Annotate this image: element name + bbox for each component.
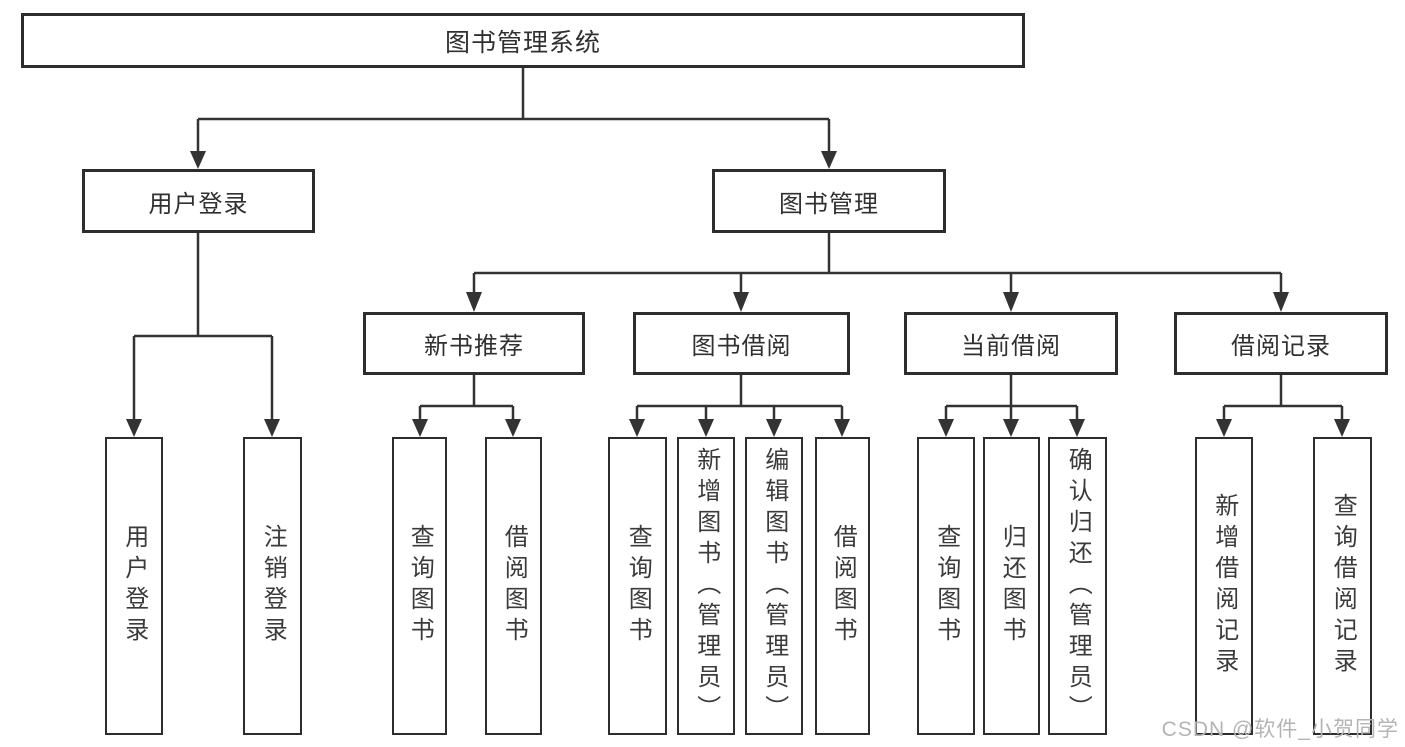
connector-records-group — [1222, 375, 1344, 420]
connector-borrow-group — [635, 375, 844, 420]
leaf-return-books-label: 归还图书 — [998, 524, 1026, 648]
leaf-query-borrow-record-label: 查询借阅记录 — [1329, 493, 1357, 679]
leaf-query-books-borrow: 查询图书 — [608, 437, 667, 735]
arrowhead — [412, 419, 428, 437]
leaf-query-books-current-label: 查询图书 — [932, 524, 960, 648]
arrowhead — [733, 292, 749, 312]
node-current-borrow: 当前借阅 — [904, 312, 1118, 375]
leaf-query-books-current: 查询图书 — [917, 437, 975, 735]
arrowhead — [938, 419, 954, 437]
node-root-label: 图书管理系统 — [444, 28, 601, 57]
node-borrow-records-label: 借阅记录 — [1231, 333, 1331, 360]
connector-management-to-level3 — [472, 233, 1283, 293]
leaf-add-books-admin: 新增图书（管理员） — [677, 437, 735, 735]
node-book-borrow: 图书借阅 — [633, 312, 850, 375]
leaf-query-borrow-record: 查询借阅记录 — [1313, 437, 1372, 735]
leaf-user-login-label: 用户登录 — [120, 524, 148, 648]
arrowhead — [1003, 419, 1019, 437]
leaf-user-login: 用户登录 — [105, 437, 163, 735]
leaf-edit-books-admin-label: 编辑图书（管理员） — [760, 446, 788, 726]
connector-recommend-group — [418, 375, 515, 420]
leaf-add-borrow-record: 新增借阅记录 — [1195, 437, 1253, 735]
leaf-logout-label: 注销登录 — [259, 524, 287, 648]
arrowhead — [766, 419, 782, 437]
arrowhead — [698, 419, 714, 437]
leaf-query-books-recommend-label: 查询图书 — [406, 524, 434, 648]
leaf-logout: 注销登录 — [243, 437, 302, 735]
leaf-confirm-return-admin-label: 确认归还（管理员） — [1064, 446, 1092, 726]
arrowhead — [466, 292, 482, 312]
leaf-add-borrow-record-label: 新增借阅记录 — [1210, 493, 1238, 679]
leaf-borrow-books: 借阅图书 — [815, 437, 870, 735]
leaf-add-books-admin-label: 新增图书（管理员） — [692, 446, 720, 726]
leaf-query-books-recommend: 查询图书 — [392, 437, 447, 735]
leaf-borrow-books-recommend: 借阅图书 — [485, 437, 542, 735]
csdn-watermark: CSDN @软件_小贺同学 — [1161, 718, 1399, 741]
arrowhead — [834, 419, 850, 437]
node-book-management-label: 图书管理 — [779, 190, 879, 218]
leaf-edit-books-admin: 编辑图书（管理员） — [745, 437, 803, 735]
arrowhead — [629, 419, 645, 437]
node-new-book-recommend-label: 新书推荐 — [424, 333, 524, 360]
node-current-borrow-label: 当前借阅 — [961, 333, 1061, 360]
leaf-confirm-return-admin: 确认归还（管理员） — [1048, 437, 1107, 735]
node-root: 图书管理系统 — [21, 13, 1025, 68]
node-book-management: 图书管理 — [712, 169, 946, 233]
arrowhead — [190, 151, 206, 169]
arrowhead — [1216, 419, 1232, 437]
arrowhead — [126, 419, 142, 437]
leaf-borrow-books-label: 借阅图书 — [829, 524, 857, 648]
node-user-login-label: 用户登录 — [148, 190, 249, 218]
arrowhead — [505, 419, 521, 437]
leaf-return-books: 归还图书 — [983, 437, 1040, 735]
arrowhead — [1069, 419, 1085, 437]
leaf-query-books-borrow-label: 查询图书 — [624, 524, 652, 648]
leaf-borrow-books-recommend-label: 借阅图书 — [500, 524, 528, 648]
node-new-book-recommend: 新书推荐 — [363, 312, 585, 375]
connector-root-to-level2 — [196, 68, 831, 152]
connector-current-group — [944, 375, 1079, 420]
arrowhead — [264, 419, 280, 437]
arrowhead — [1003, 292, 1019, 312]
arrowhead — [1273, 292, 1289, 312]
arrowhead — [1334, 419, 1350, 437]
node-borrow-records: 借阅记录 — [1174, 312, 1388, 375]
arrowhead — [821, 151, 837, 169]
node-book-borrow-label: 图书借阅 — [691, 333, 792, 360]
connector-login-group — [132, 233, 274, 420]
node-user-login: 用户登录 — [82, 169, 315, 233]
